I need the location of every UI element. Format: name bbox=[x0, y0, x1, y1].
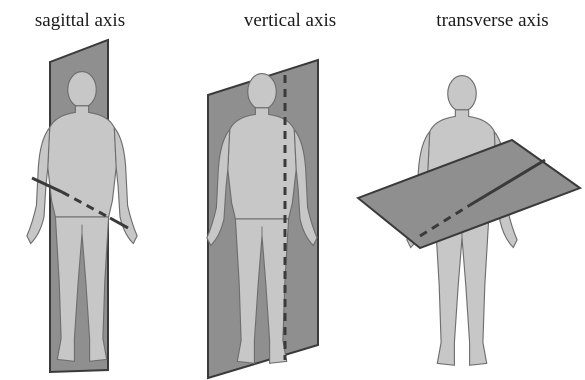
vertical-figure bbox=[207, 60, 318, 378]
sagittal-figure bbox=[27, 40, 137, 372]
transverse-figure bbox=[358, 76, 580, 366]
